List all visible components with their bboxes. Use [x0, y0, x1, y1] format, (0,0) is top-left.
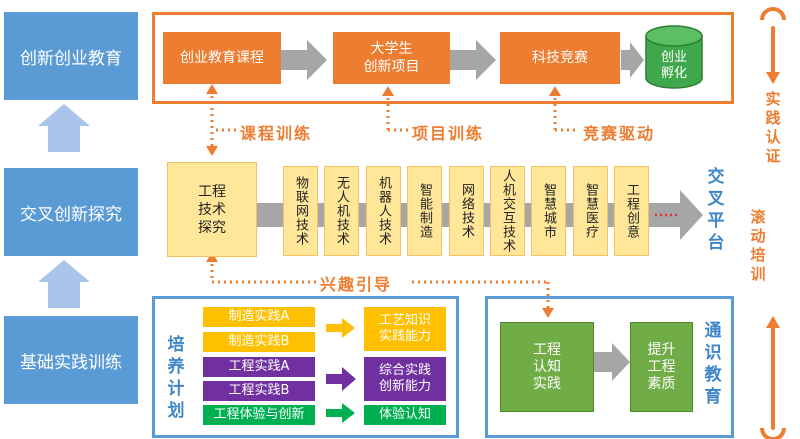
result-line2: 实践能力	[378, 329, 431, 344]
result-box: 体验认知	[364, 405, 446, 425]
right-arrow-icon	[326, 367, 356, 391]
rolling-training-label: 滚动培训	[750, 208, 766, 283]
cross-innovation-label: 交叉创新探究	[20, 204, 122, 225]
result-line1: 体验认知	[378, 407, 431, 422]
incubation-line1: 创业	[660, 50, 687, 65]
result-box: 综合实践 创新能力	[364, 357, 446, 401]
result-box: 工艺知识 实践能力	[364, 307, 446, 351]
cognition-line2: 认知	[533, 358, 561, 375]
cognition-line1: 工程	[533, 341, 561, 358]
cognition-practice-box: 工程 认知 实践	[500, 322, 594, 412]
basic-practice-label: 基础实践训练	[20, 352, 122, 373]
plan-row: 制造实践A	[203, 307, 315, 327]
student-project-line2: 创新项目	[363, 59, 420, 75]
result-line1: 综合实践	[378, 363, 431, 378]
cognition-line3: 实践	[533, 375, 561, 392]
right-arrow-icon	[594, 343, 630, 381]
general-education-label: 通识教育	[704, 321, 722, 407]
engineering-inquiry-box: 工程 技术 探究	[167, 162, 257, 257]
top-container	[152, 12, 734, 104]
result-line1: 工艺知识	[378, 313, 431, 328]
tech-column: 机器人技术	[366, 166, 401, 256]
cross-innovation-box: 交叉创新探究	[4, 168, 138, 256]
student-project-line1: 大学生	[370, 41, 413, 57]
tech-column: 无人机技术	[324, 166, 359, 256]
quality-line3: 素质	[647, 375, 676, 392]
plan-row: 工程实践A	[203, 357, 315, 377]
project-training-label: 项目训练	[412, 124, 485, 143]
quality-line2: 工程	[647, 358, 676, 375]
up-arrow-icon	[38, 104, 90, 152]
tech-column: 智能制造	[407, 166, 442, 256]
right-arrow-icon	[326, 318, 355, 338]
interest-guide-label: 兴趣引导	[320, 275, 393, 294]
inquiry-line1: 工程	[198, 183, 226, 200]
innovation-education-box: 创新创业教育	[4, 12, 138, 100]
incubation-line2: 孵化	[660, 66, 687, 81]
bottom-right-container	[485, 296, 734, 438]
inquiry-line3: 探究	[198, 219, 226, 236]
tech-column: 工程创意	[614, 166, 649, 256]
result-line2: 创新能力	[378, 379, 431, 394]
competition-driven-label: 竞赛驱动	[583, 124, 656, 143]
student-project-box: 大学生 创新项目	[333, 32, 450, 84]
plan-row: 工程体验与创新	[203, 405, 315, 425]
cross-platform-label: 交叉平台	[707, 167, 725, 253]
tech-column: 智慧城市	[531, 166, 566, 256]
plan-row: 工程实践B	[203, 381, 315, 401]
right-arrow-icon	[326, 403, 355, 423]
tech-column: 人机交互技术	[490, 166, 525, 256]
right-arrow-icon	[621, 42, 644, 78]
plan-row: 制造实践B	[203, 332, 315, 352]
up-arrow-icon	[38, 260, 90, 308]
course-box: 创业教育课程	[163, 32, 281, 84]
practice-cert-label: 实践认证	[765, 90, 781, 165]
competition-label: 科技竞赛	[532, 50, 588, 66]
improve-quality-box: 提升 工程 素质	[630, 322, 693, 412]
cylinder-icon	[645, 25, 703, 89]
right-arrow-icon	[281, 40, 327, 80]
tech-column: 网络技术	[449, 166, 484, 256]
right-arrow-icon	[450, 40, 496, 80]
inquiry-line2: 技术	[198, 201, 226, 218]
innovation-education-label: 创新创业教育	[20, 48, 122, 69]
tech-column: 智慧医疗	[573, 166, 608, 256]
incubation-cylinder: 创业 孵化	[643, 24, 705, 90]
course-label: 创业教育课程	[180, 50, 264, 66]
training-plan-label: 培养计划	[167, 335, 185, 421]
basic-practice-box: 基础实践训练	[4, 316, 138, 404]
course-training-label: 课程训练	[240, 124, 313, 143]
competition-box: 科技竞赛	[500, 32, 620, 84]
tech-column: 物联网技术	[283, 166, 318, 256]
quality-line1: 提升	[647, 341, 676, 358]
bottom-left-container	[152, 296, 459, 438]
